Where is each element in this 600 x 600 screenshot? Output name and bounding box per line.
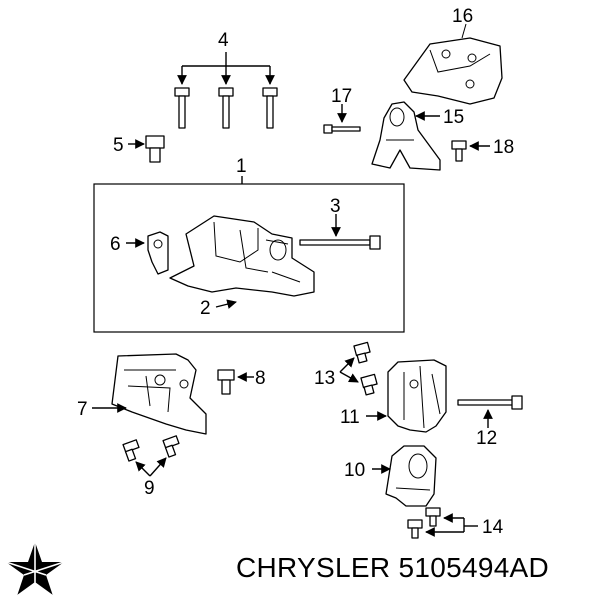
part-18-bolt	[451, 140, 467, 162]
callout-6: 6	[110, 234, 121, 255]
part-13-bolts	[353, 341, 378, 396]
part-4-bolts	[174, 87, 278, 129]
brand-part-number: CHRYSLER 5105494AD	[236, 552, 550, 583]
callout-18: 18	[493, 137, 514, 158]
callout-13: 13	[314, 368, 335, 389]
part-1-engine-mount	[169, 215, 315, 297]
part-11-mount-bracket	[387, 359, 447, 433]
part-14-bolts	[407, 507, 441, 539]
callout-15: 15	[443, 107, 464, 128]
part-5-bolt	[145, 135, 165, 163]
part-16-bracket	[403, 23, 503, 105]
part-15-mount	[371, 101, 441, 171]
callout-4: 4	[218, 30, 229, 51]
callout-12: 12	[476, 428, 497, 449]
part-8-bolt	[217, 369, 235, 395]
callout-16: 16	[452, 6, 473, 27]
leader-2	[215, 299, 237, 309]
part-6-stud	[147, 231, 169, 275]
callout-17: 17	[331, 86, 352, 107]
callout-2: 2	[200, 298, 211, 319]
callout-1: 1	[236, 156, 247, 177]
leader-9	[135, 457, 167, 477]
callout-5: 5	[113, 135, 124, 156]
leader-13	[339, 357, 359, 383]
part-12-bolt	[457, 395, 523, 410]
part-9-bolts	[122, 435, 180, 462]
part-17-bolt	[323, 124, 361, 134]
callout-11: 11	[340, 407, 360, 428]
chrysler-pentastar-icon	[5, 542, 65, 597]
callout-8: 8	[255, 368, 266, 389]
part-10-insulator	[385, 445, 437, 507]
callout-7: 7	[77, 399, 88, 420]
part-3-through-bolt	[299, 235, 381, 250]
part-7-transmission-mount	[111, 353, 207, 435]
leader-4	[177, 52, 275, 85]
leader-14	[425, 513, 478, 537]
callout-14: 14	[482, 517, 504, 538]
assembly-box	[93, 183, 405, 333]
callout-3: 3	[330, 196, 341, 217]
callout-10: 10	[344, 460, 365, 481]
callout-9: 9	[144, 478, 155, 499]
